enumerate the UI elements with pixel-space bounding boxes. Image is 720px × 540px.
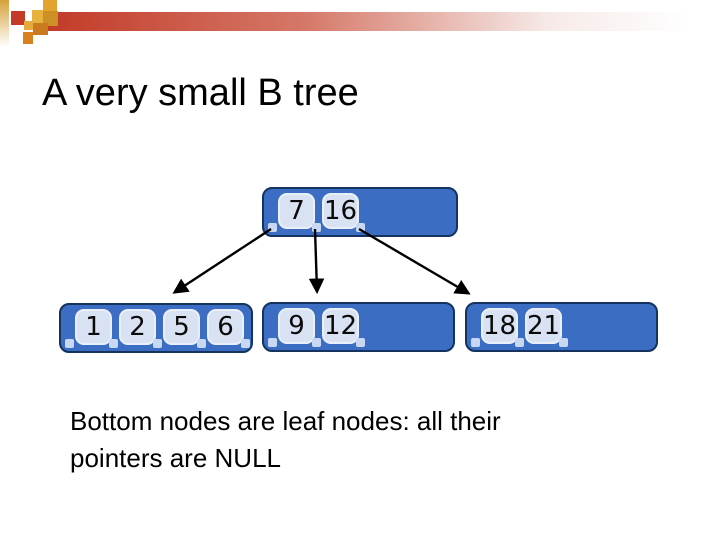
btree-key: 6 — [207, 309, 244, 345]
btree-pointer-slot — [312, 223, 321, 232]
accent-square-red-left — [11, 11, 25, 25]
btree-pointer-slot — [559, 338, 568, 347]
btree-key: 9 — [278, 308, 315, 344]
btree-key: 5 — [163, 309, 200, 345]
btree-pointer-slot — [109, 339, 118, 348]
left-gradient-bar — [0, 0, 9, 47]
edge-root-leaf1 — [172, 227, 272, 294]
btree-key: 21 — [525, 308, 562, 344]
btree-pointer-slot — [312, 338, 321, 347]
btree-pointer-slot — [268, 338, 277, 347]
btree-pointer-slot — [197, 339, 206, 348]
btree-key: 16 — [322, 193, 359, 229]
btree-pointer-slot — [153, 339, 162, 348]
accent-square-dark-orange — [33, 23, 48, 35]
slide-title: A very small B tree — [42, 72, 359, 114]
btree-pointer-slot — [515, 338, 524, 347]
accent-square-dark-gold — [43, 11, 58, 26]
edge-root-leaf3 — [358, 227, 471, 295]
btree-key: 1 — [75, 309, 112, 345]
btree-pointer-slot — [471, 338, 480, 347]
btree-pointer-slot — [356, 338, 365, 347]
btree-pointer-slot — [65, 339, 74, 348]
btree-key: 12 — [322, 308, 359, 344]
caption-text: Bottom nodes are leaf nodes: all their p… — [70, 406, 501, 473]
edge-root-leaf2 — [308, 228, 325, 295]
accent-square-orange-bottom — [23, 32, 33, 44]
btree-key: 7 — [278, 193, 315, 229]
top-red-gradient-bar — [48, 12, 690, 31]
btree-key: 2 — [119, 309, 156, 345]
accent-square-small-orange — [24, 21, 33, 30]
btree-pointer-slot — [268, 223, 277, 232]
btree-pointer-slot — [356, 223, 365, 232]
btree-pointer-slot — [241, 339, 250, 348]
accent-square-light-gold — [32, 10, 43, 25]
btree-key: 18 — [481, 308, 518, 344]
accent-square-gold-top — [43, 0, 57, 14]
